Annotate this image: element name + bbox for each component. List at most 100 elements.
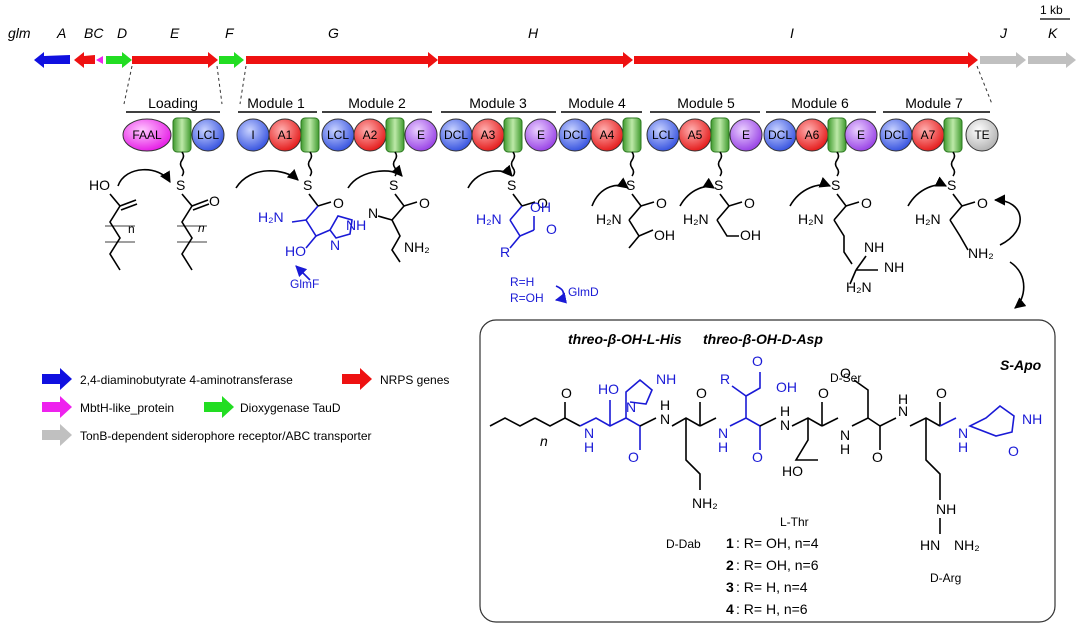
module-label-4: Module 4 (568, 95, 626, 111)
gene-label-k: K (1048, 25, 1058, 41)
svg-text:O: O (546, 221, 557, 237)
domain-pcp (385, 117, 405, 153)
svg-text:N: N (780, 417, 790, 433)
atom-label: S (176, 177, 185, 193)
svg-text:O: O (537, 195, 548, 211)
svg-text:H₂N: H₂N (476, 211, 502, 227)
domain-a3-label: A3 (481, 128, 496, 142)
svg-text:O: O (744, 195, 755, 211)
domain-lcl-label: LCL (197, 128, 219, 142)
svg-text:NH: NH (884, 259, 904, 275)
compound-desc: : R= H, n=6 (736, 601, 808, 617)
gene-arrow-j (980, 52, 1026, 68)
svg-text:N: N (330, 237, 340, 253)
domain-faal (122, 118, 172, 152)
svg-text:R: R (720, 371, 730, 387)
residue-label-his: threo-β-OH-L-His (568, 331, 682, 347)
domain-a4-label: A4 (600, 128, 615, 142)
gene-arrow-k (1028, 52, 1076, 68)
gene-cluster: glm A BC D E F G H I J K 1 kb (8, 3, 1076, 105)
svg-text:O: O (861, 195, 872, 211)
svg-text:NH₂: NH₂ (968, 245, 994, 261)
gene-arrow-b (74, 52, 95, 68)
domain-a7-label: A7 (921, 128, 936, 142)
gene-label-d: D (117, 25, 127, 41)
nrps-domains: FAAL LCL I A1 LCL A2 E DCL A3 E DCL A4 L… (122, 117, 999, 153)
svg-text:O: O (752, 353, 763, 369)
legend-label: MbtH-like_protein (80, 401, 174, 415)
domain-dcl-label: DCL (563, 128, 587, 142)
domain-faal-label: FAAL (132, 128, 162, 142)
domain-pcp (622, 117, 642, 153)
svg-text:S: S (507, 177, 516, 193)
glmf-label: GlmF (290, 277, 319, 291)
legend-swatch-transporter (42, 424, 72, 446)
gene-arrow-h (438, 52, 633, 68)
domain-i-label: I (251, 128, 254, 142)
svg-text:O: O (872, 449, 883, 465)
atom-label: n (128, 222, 135, 236)
legend-label: 2,4-diaminobutyrate 4-aminotransferase (80, 373, 293, 387)
domain-e (404, 118, 438, 152)
svg-text:NH₂: NH₂ (692, 495, 718, 511)
glmd-label: GlmD (568, 285, 599, 299)
svg-text:H: H (898, 391, 908, 407)
svg-text:S: S (626, 177, 635, 193)
svg-text:O: O (752, 449, 763, 465)
svg-text:H: H (958, 439, 968, 455)
gene-label-i: I (790, 25, 794, 41)
svg-text:HO: HO (782, 463, 803, 479)
gene-arrow-g (246, 52, 438, 68)
svg-text:HO: HO (285, 243, 306, 259)
svg-text:O: O (333, 195, 344, 211)
svg-text:H: H (660, 397, 670, 413)
module-headers: Loading Module 1 Module 2 Module 3 Modul… (126, 95, 990, 113)
legend-swatch-aminotransferase (42, 368, 72, 390)
svg-text:O: O (628, 449, 639, 465)
svg-text:N: N (958, 425, 968, 441)
domain-dcl-label: DCL (768, 128, 792, 142)
legend-label: NRPS genes (380, 373, 449, 387)
compound-desc: : R= H, n=4 (736, 579, 808, 595)
svg-text:NH: NH (346, 217, 366, 233)
svg-text:H₂N: H₂N (846, 279, 872, 295)
domain-e-label: E (742, 128, 750, 142)
legend-label: TonB-dependent siderophore receptor/ABC … (80, 429, 372, 443)
svg-text:H: H (584, 439, 594, 455)
gene-label-a: A (56, 25, 66, 41)
compound-desc: : R= OH, n=6 (736, 557, 819, 573)
gene-label-j: J (999, 25, 1008, 41)
svg-text:O: O (419, 195, 430, 211)
atom-label: HO (89, 177, 110, 193)
svg-text:S: S (831, 177, 840, 193)
ppant-arm (179, 151, 185, 177)
svg-text:R: R (500, 244, 510, 260)
r-oh-label: R=OH (510, 291, 544, 305)
svg-text:NH: NH (656, 371, 676, 387)
gene-arrow-c (96, 56, 103, 64)
svg-text:N: N (718, 425, 728, 441)
product-structure: threo-β-OH-L-His threo-β-OH-D-Asp D-Ser … (479, 319, 1056, 623)
residue-label-ser: D-Ser (830, 371, 861, 385)
domain-lcl-label: LCL (652, 128, 674, 142)
compound-num: 4 (726, 601, 734, 617)
svg-text:N: N (368, 205, 378, 221)
module-label-5: Module 5 (677, 95, 735, 111)
svg-text:N: N (626, 399, 636, 415)
gene-arrow-f (219, 52, 244, 68)
residue-label-thr: L-Thr (780, 515, 809, 529)
svg-text:O: O (656, 195, 667, 211)
svg-text:H₂N: H₂N (258, 209, 284, 225)
svg-text:n: n (540, 433, 548, 449)
domain-e-label: E (537, 128, 545, 142)
svg-text:H₂N: H₂N (915, 211, 941, 227)
svg-text:OH: OH (530, 199, 551, 215)
domain-lcl-label: LCL (327, 128, 349, 142)
projection-line (123, 65, 133, 105)
r-h-label: R=H (510, 275, 534, 289)
domain-e-label: E (857, 128, 865, 142)
domain-e-label: E (417, 128, 425, 142)
ppant-arm (950, 151, 956, 177)
svg-text:H: H (718, 439, 728, 455)
